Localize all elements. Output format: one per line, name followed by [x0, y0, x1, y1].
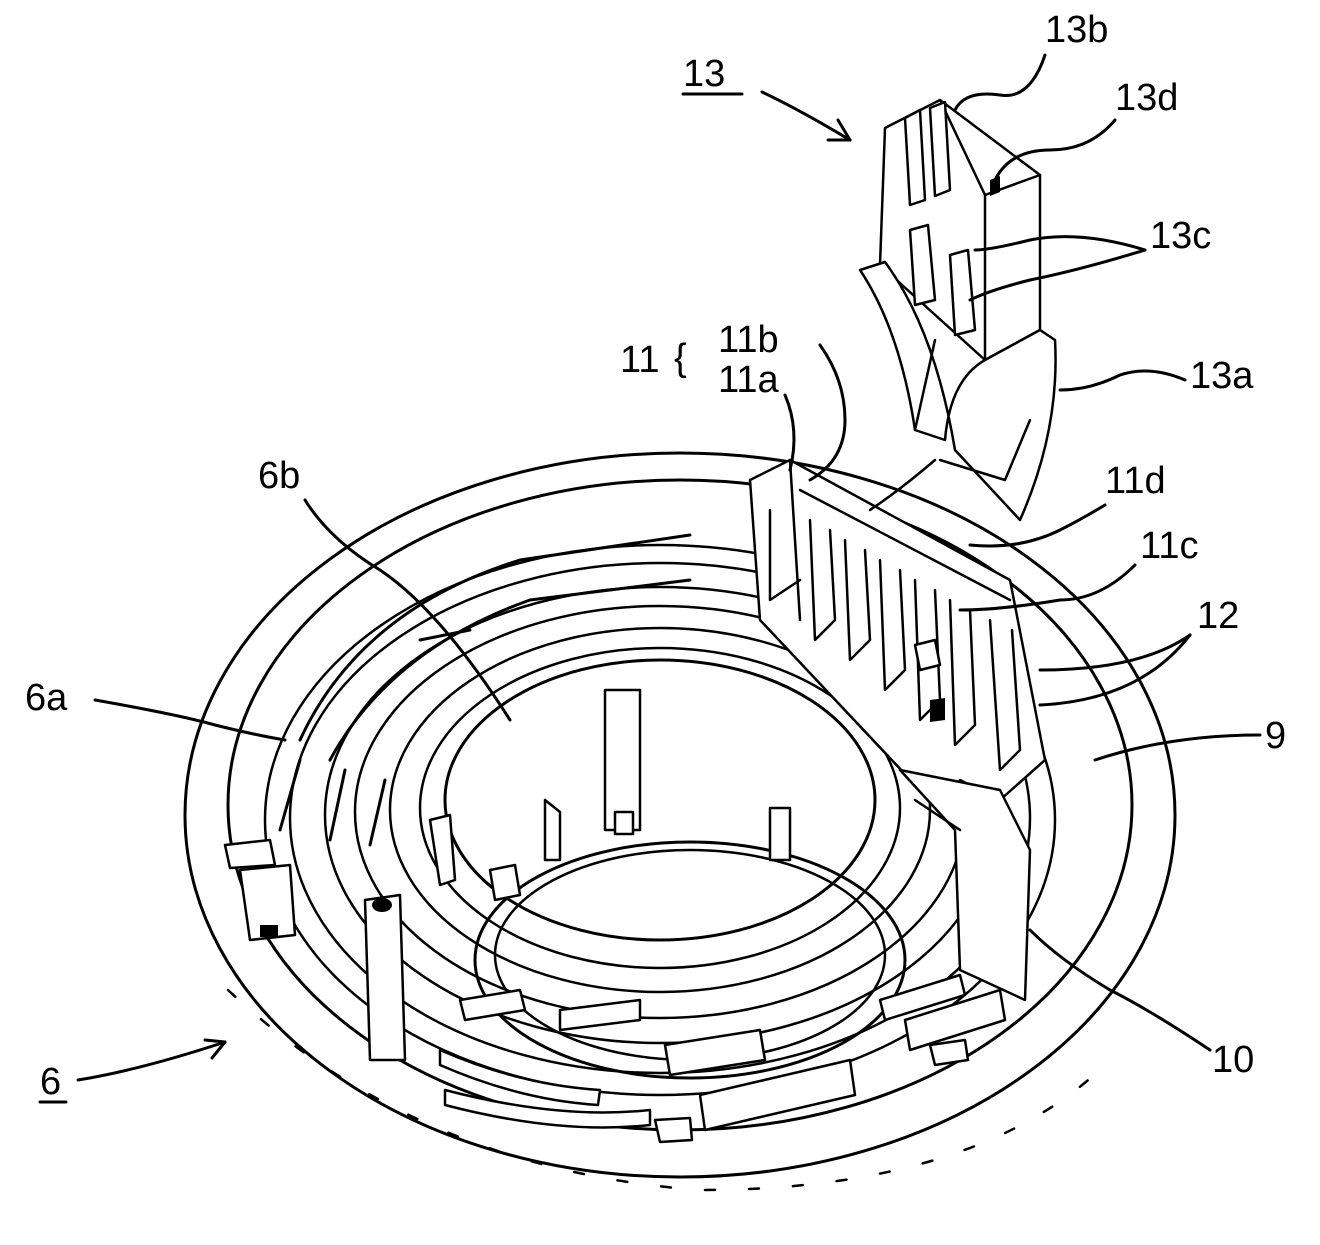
label-13c: 13c — [1150, 215, 1211, 257]
label-12: 12 — [1197, 595, 1239, 637]
leader-11d — [970, 505, 1105, 546]
label-11: 11 — [620, 339, 659, 381]
flat-cable-connector — [860, 100, 1056, 520]
label-6a: 6a — [25, 677, 68, 719]
leader-11a — [785, 395, 794, 470]
brace-11: { — [674, 337, 687, 379]
label-11a: 11a — [718, 359, 779, 401]
label-13a: 13a — [1190, 355, 1254, 397]
leader-6 — [78, 1042, 225, 1080]
terminal-block — [750, 460, 1045, 800]
leader-6a — [95, 700, 285, 740]
leader-13a — [1060, 371, 1185, 390]
label-10: 10 — [1212, 1039, 1254, 1081]
label-11b: 11b — [718, 319, 779, 361]
label-13d: 13d — [1115, 77, 1178, 119]
leader-9 — [1095, 735, 1260, 760]
label-6: 6 — [40, 1061, 61, 1103]
cradle — [900, 770, 1030, 1000]
inner-hub — [430, 660, 905, 1078]
label-11c: 11c — [1140, 525, 1198, 567]
label-13: 13 — [683, 53, 725, 95]
label-13b: 13b — [1045, 9, 1108, 51]
label-11d: 11d — [1105, 460, 1166, 502]
leader-13 — [762, 92, 850, 140]
label-9: 9 — [1265, 715, 1286, 757]
leader-10 — [1030, 930, 1210, 1050]
label-6b: 6b — [258, 455, 300, 497]
leader-6b — [305, 500, 510, 720]
leader-11b — [810, 345, 845, 480]
leader-13b — [955, 55, 1045, 110]
